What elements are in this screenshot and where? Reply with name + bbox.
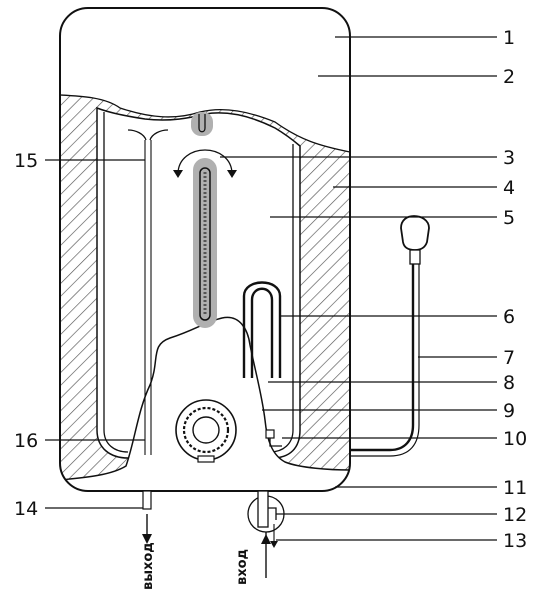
tank-body <box>60 8 350 491</box>
leader-lines <box>45 36 497 541</box>
outlet-label: выход <box>141 542 156 590</box>
callout-11: 11 <box>503 477 527 499</box>
callout-5: 5 <box>503 207 515 229</box>
heater-element <box>242 281 282 378</box>
tank-outline <box>59 7 351 492</box>
callout-7: 7 <box>503 347 515 369</box>
inlet-label: вход <box>235 549 250 585</box>
callout-15: 15 <box>14 150 38 172</box>
inlet-valve <box>247 490 285 578</box>
callout-12: 12 <box>503 504 527 526</box>
callout-9: 9 <box>503 400 515 422</box>
callout-4: 4 <box>503 177 515 199</box>
flange <box>175 399 237 463</box>
callout-2: 2 <box>503 66 515 88</box>
plug-icon <box>400 215 430 251</box>
callout-14: 14 <box>14 498 38 520</box>
callout-6: 6 <box>503 306 515 328</box>
callout-13: 13 <box>503 530 527 552</box>
callout-10: 10 <box>503 428 527 450</box>
outlet-pipe <box>142 490 152 544</box>
callout-3: 3 <box>503 147 515 169</box>
callout-16: 16 <box>14 430 38 452</box>
callout-8: 8 <box>503 372 515 394</box>
callout-1: 1 <box>503 27 515 49</box>
power-cord <box>350 215 430 457</box>
